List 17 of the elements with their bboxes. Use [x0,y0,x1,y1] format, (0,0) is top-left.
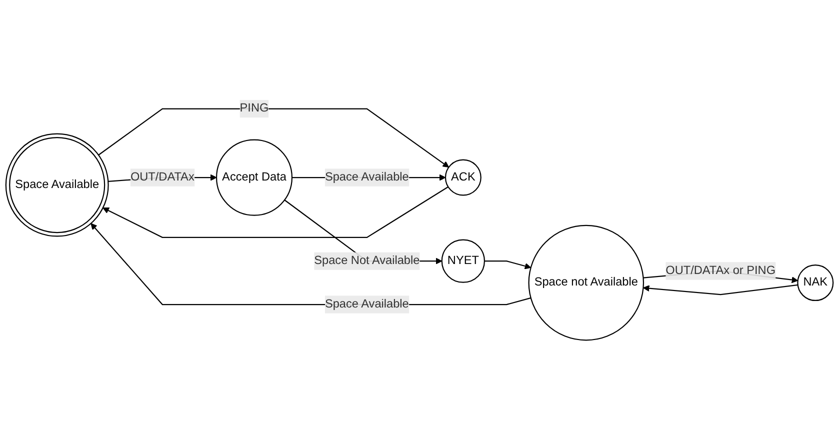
node-circle: Space Available [5,133,109,237]
edge-label: Space Available [324,298,409,310]
node-circle: Accept Data [216,139,293,216]
edge-label: OUT/DATAx [130,170,194,184]
edge-label: Space Available [324,170,409,184]
arrow [642,284,798,296]
arrow [484,260,532,270]
edge-label: PING [240,102,269,115]
node-circle: NAK [797,264,834,301]
arrow [102,186,448,238]
edge-label: OUT/DATAx or PING [666,264,776,277]
edge-label: Space Not Available [314,254,420,267]
arrow [90,223,531,306]
node-circle: Space not Available [528,224,644,341]
arrow [98,108,450,168]
node-circle: ACK [444,159,482,196]
node-circle: NYET [441,239,486,283]
